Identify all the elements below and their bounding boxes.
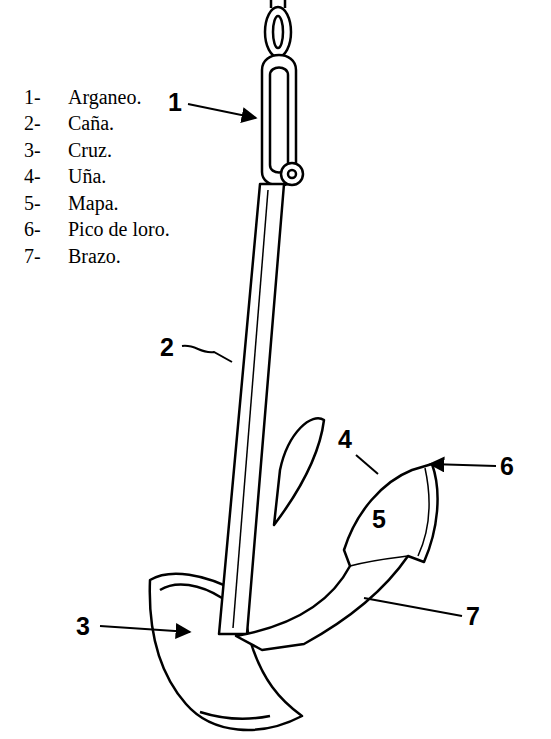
legend-text: 6-	[24, 218, 41, 240]
fluke-base	[350, 556, 408, 566]
legend-entry: Mapa.	[68, 192, 119, 215]
legend-entry: Cruz.	[68, 139, 112, 162]
legend-entry: Pico de loro.	[68, 218, 170, 241]
legend-text: 3-	[24, 139, 41, 161]
shackle-hole	[270, 68, 288, 173]
legend-text: Pico de loro.	[68, 218, 170, 240]
legend-text: 7-	[24, 245, 41, 267]
callout-text: 2	[160, 333, 174, 361]
shackle-pin-hole	[288, 170, 296, 178]
legend-entry: 2-	[24, 112, 41, 135]
chain-link	[265, 7, 291, 57]
chain-link-hole	[273, 16, 283, 48]
legend-entry: 5-	[24, 192, 41, 215]
leader-line	[100, 626, 190, 632]
leader-line	[182, 346, 232, 362]
legend-text: 2-	[24, 112, 41, 134]
legend-text: 4-	[24, 165, 41, 187]
leader-line	[364, 598, 462, 616]
fluke-edge	[200, 712, 270, 719]
legend-text: 1-	[24, 86, 41, 108]
legend-entry: 1-	[24, 86, 41, 109]
back-fluke	[274, 418, 324, 525]
shank-edge	[233, 190, 268, 628]
leader-line	[188, 104, 256, 118]
legend-entry: Uña.	[68, 165, 106, 188]
callout-number: 2	[160, 333, 174, 362]
callout-number: 4	[338, 425, 352, 454]
legend-entry: 7-	[24, 245, 41, 268]
callout-text: 6	[500, 452, 514, 480]
legend-text: Arganeo.	[68, 86, 142, 108]
legend-entry: Brazo.	[68, 245, 121, 268]
crown-edge	[160, 584, 222, 598]
callout-text: 3	[76, 612, 90, 640]
legend-text: Mapa.	[68, 192, 119, 214]
callout-number: 7	[466, 602, 480, 631]
legend-text: Cruz.	[68, 139, 112, 161]
callout-text: 4	[338, 425, 352, 453]
legend-entry: Arganeo.	[68, 86, 142, 109]
legend-text: Brazo.	[68, 245, 121, 267]
shank	[219, 184, 284, 634]
shackle-pin	[281, 163, 303, 185]
arm-fluke	[236, 464, 438, 650]
legend-text: Uña.	[68, 165, 106, 187]
callout-number: 5	[372, 505, 386, 534]
legend-text: Caña.	[68, 112, 114, 134]
legend-entry: 3-	[24, 139, 41, 162]
callout-text: 5	[372, 505, 386, 533]
legend-entry: 4-	[24, 165, 41, 188]
callout-text: 1	[168, 88, 182, 116]
legend-entry: Caña.	[68, 112, 114, 135]
fluke-bill	[418, 468, 429, 556]
legend-text: 5-	[24, 192, 41, 214]
callout-number: 3	[76, 612, 90, 641]
leader-line	[430, 464, 496, 466]
callout-number: 6	[500, 452, 514, 481]
callout-text: 7	[466, 602, 480, 630]
legend-entry: 6-	[24, 218, 41, 241]
leader-line	[356, 455, 378, 474]
callout-number: 1	[168, 88, 182, 117]
